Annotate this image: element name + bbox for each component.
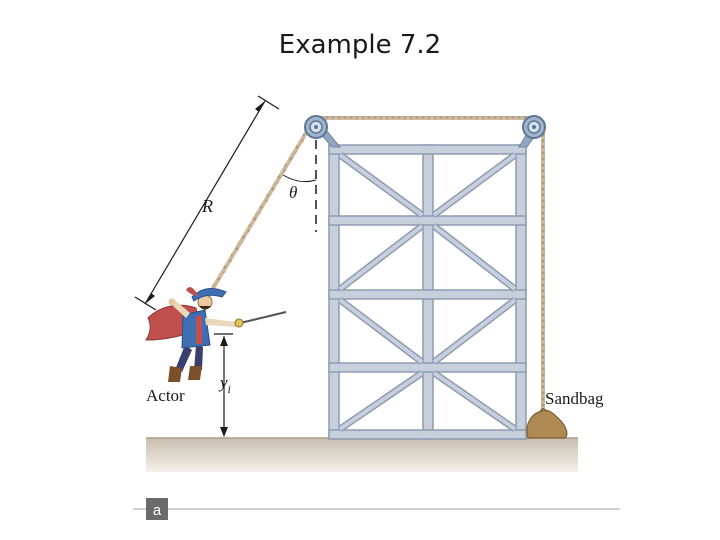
dimension-yi bbox=[214, 333, 233, 437]
dimension-R bbox=[134, 95, 280, 311]
actor-figure bbox=[145, 286, 287, 382]
angle-arc bbox=[282, 174, 317, 183]
pulley-right-icon bbox=[522, 115, 546, 139]
label-actor: Actor bbox=[146, 386, 185, 405]
label-theta: θ bbox=[289, 183, 297, 202]
panel-tag: a bbox=[153, 502, 162, 519]
ground bbox=[146, 438, 578, 472]
panel-tag-box bbox=[146, 498, 168, 520]
slide-title: Example 7.2 bbox=[278, 30, 442, 60]
label-sandbag: Sandbag bbox=[545, 389, 604, 408]
label-R: R bbox=[201, 196, 213, 216]
label-yi: yi bbox=[218, 373, 231, 396]
scaffold-frame bbox=[328, 144, 527, 440]
rope-actor bbox=[204, 126, 311, 302]
pulley-left-icon bbox=[304, 115, 328, 139]
sandbag-icon bbox=[526, 407, 568, 439]
